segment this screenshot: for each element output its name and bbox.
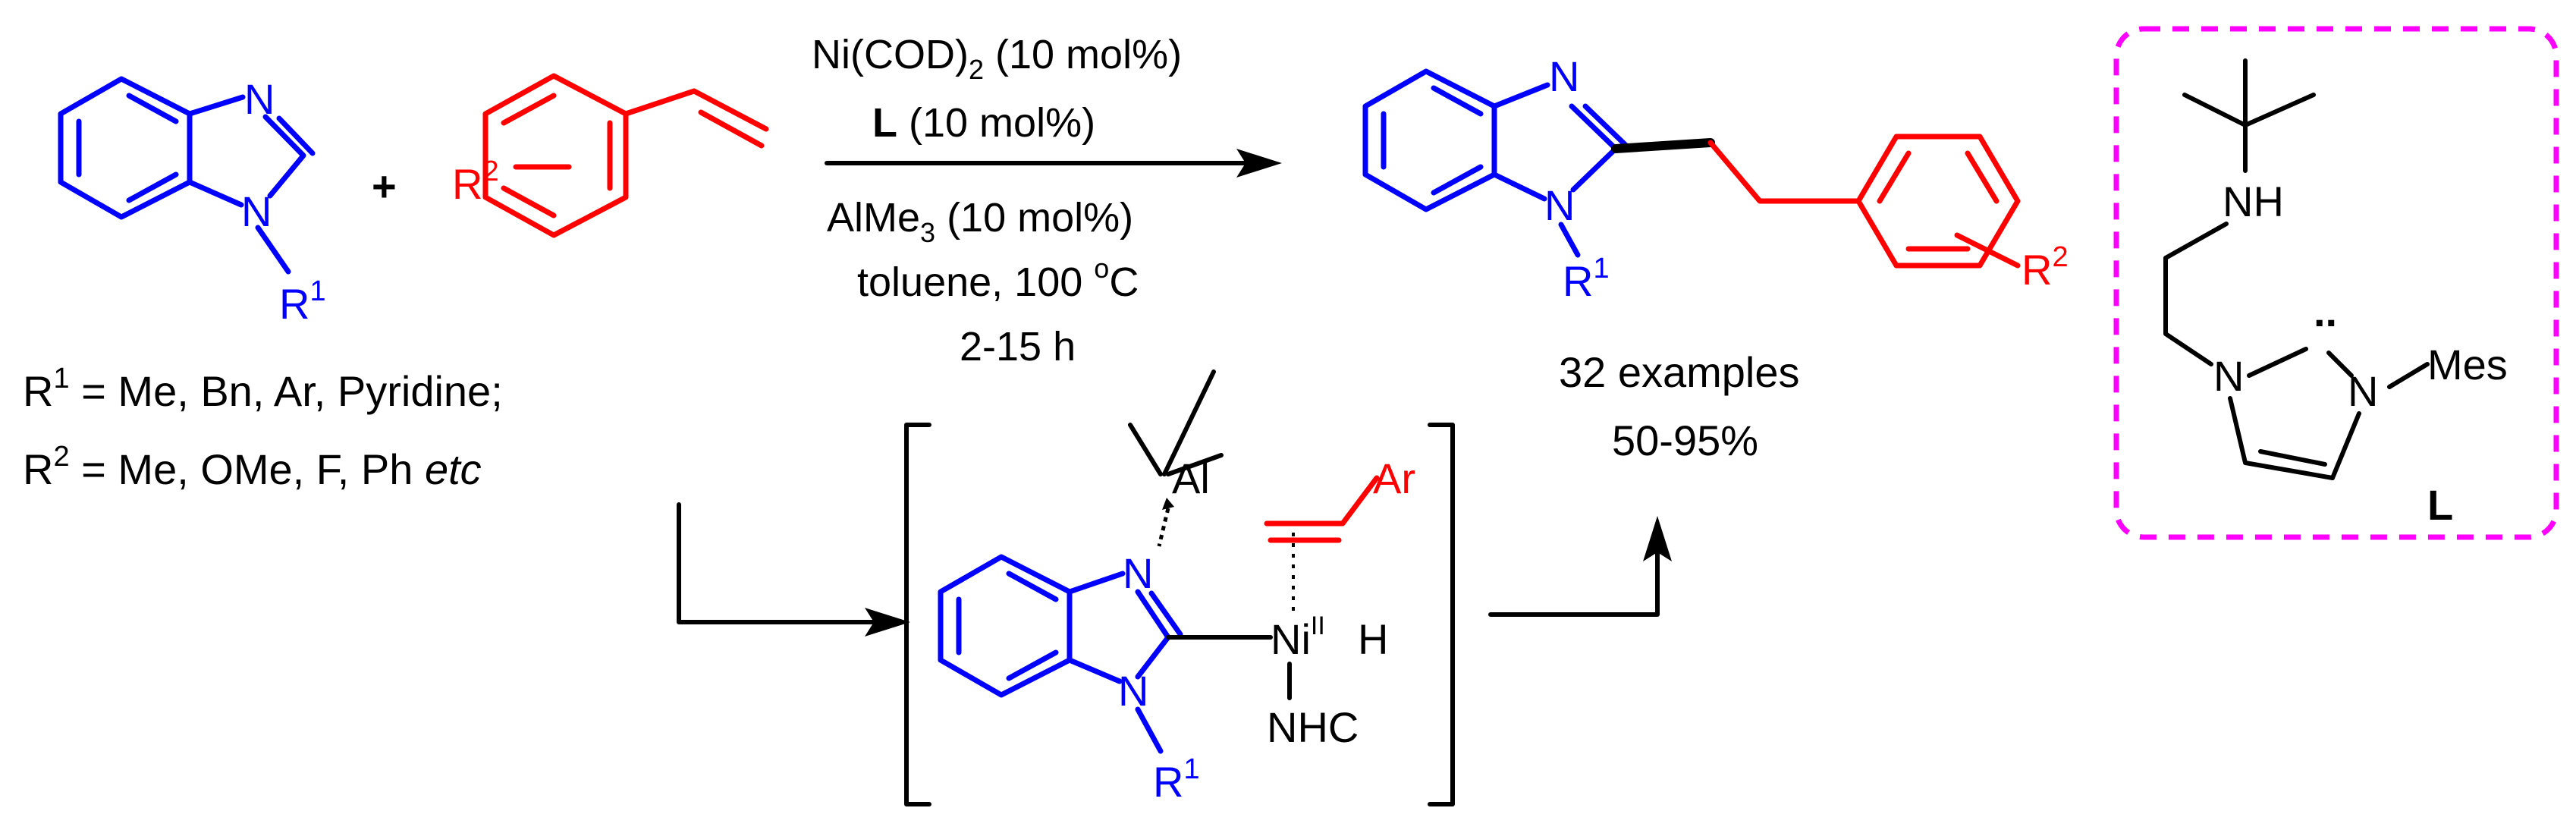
examples-count: 32 examples (1559, 348, 1800, 396)
condition-time: 2-15 h (960, 324, 1076, 369)
new-cc-bond (1611, 138, 1715, 153)
reactant-benzimidazole: N N R1 (58, 75, 326, 328)
bracket-right (1428, 423, 1455, 806)
intermediate-nhc: NHC (1267, 703, 1359, 751)
condition-solvent-temp: toluene, 100 oC (857, 253, 1139, 305)
ligand-box: NH N .. N Mes L (2113, 26, 2559, 540)
condition-ligand: L (10 mol%) (872, 100, 1095, 146)
ligand-n-left: N (2213, 352, 2244, 400)
reactant1-n-top: N (244, 75, 275, 123)
pathway-arrow-in (677, 502, 882, 624)
product-r1: R1 (1563, 253, 1610, 305)
product-r2: R2 (2022, 241, 2069, 294)
r2-definition: R2 = Me, OMe, F, Ph etc (23, 441, 482, 493)
product-n-bottom: N (1544, 181, 1575, 229)
bracket-left (904, 423, 931, 806)
mechanism-pathway (677, 423, 1672, 806)
intermediate-ni: NiII (1271, 611, 1325, 663)
condition-catalyst: Ni(COD)2 (10 mol%) (812, 32, 1182, 85)
pathway-arrow-out (1488, 544, 1660, 617)
intermediate-complex: Al N N R1 NiII H NHC Ar (938, 369, 1415, 806)
r1-definition: R1 = Me, Bn, Ar, Pyridine; (23, 363, 503, 415)
intermediate-al: Al (1172, 454, 1210, 502)
ligand-mes: Mes (2427, 341, 2508, 388)
reaction-arrow-head (1236, 149, 1282, 178)
intermediate-h: H (1358, 615, 1388, 663)
reactant-styrene: R2 (452, 73, 769, 238)
plus-sign: + (372, 162, 397, 210)
yield-range: 50-95% (1612, 417, 1758, 464)
intermediate-r1: R1 (1153, 753, 1200, 806)
ligand-n-right: N (2348, 367, 2378, 415)
ligand-nh: NH (2223, 178, 2284, 225)
intermediate-n-top: N (1123, 549, 1153, 597)
product-n-top: N (1549, 52, 1579, 100)
product-structure: N N R1 R2 (1362, 52, 2069, 305)
intermediate-n-bottom: N (1118, 667, 1148, 715)
reactant1-r1: R1 (279, 275, 326, 328)
condition-additive: AlMe3 (10 mol%) (827, 195, 1133, 248)
ligand-carbene-dots: .. (2314, 288, 2337, 335)
intermediate-ar: Ar (1373, 454, 1415, 502)
reaction-conditions: Ni(COD)2 (10 mol%) L (10 mol%) AlMe3 (10… (812, 32, 1282, 369)
reactant2-r2: R2 (452, 156, 499, 208)
ligand-label: L (2427, 481, 2453, 529)
